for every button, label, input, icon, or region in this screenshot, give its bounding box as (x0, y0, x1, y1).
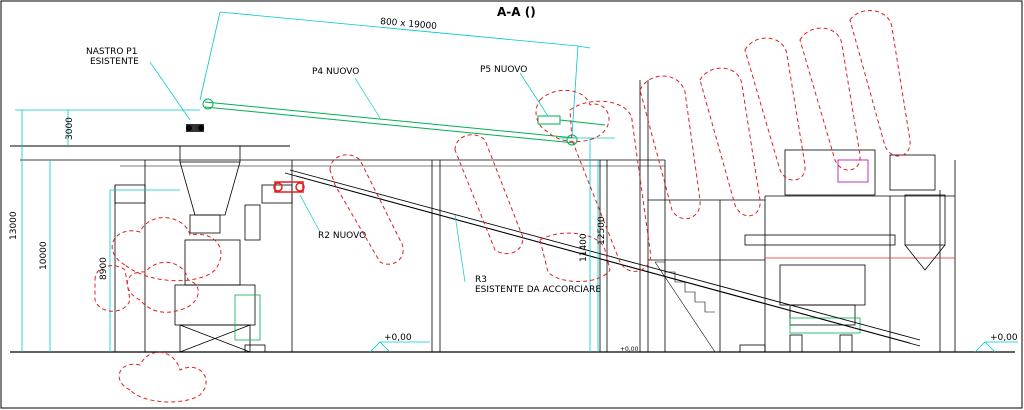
dimension-verticals (15, 109, 615, 352)
label-r3: R3 (475, 275, 487, 285)
dim-13000: 13000 (9, 211, 19, 240)
top-dimension: 800 x 19000 (380, 17, 438, 32)
nastro-p1-symbol (186, 124, 204, 132)
r2-symbol (273, 181, 305, 193)
leader-lines (149, 61, 549, 283)
building-columns (114, 160, 666, 352)
level-markers (369, 341, 1018, 353)
conveyor-p5 (537, 115, 606, 126)
label-nastro-p1: NASTRO P1 (86, 47, 137, 57)
staircase (655, 261, 715, 313)
right-building (639, 80, 956, 353)
level-middle: +0,00 (620, 346, 639, 353)
hopper-left (174, 145, 266, 353)
section-title: A-A () (497, 5, 536, 19)
dim-11400: 11400 (579, 233, 589, 262)
label-nastro-p1-status: ESISTENTE (90, 57, 139, 67)
staircase-rail (654, 261, 716, 353)
label-r3-status: ESISTENTE DA ACCORCIARE (475, 285, 601, 295)
label-p5: P5 NUOVO (480, 65, 527, 75)
level-right: +0,00 (990, 333, 1018, 343)
conveyor-p4 (202, 98, 578, 146)
machinery-right (744, 159, 946, 353)
dim-10000: 10000 (39, 241, 49, 270)
dim-12500: 12500 (597, 216, 607, 245)
dim-3000: 3000 (65, 117, 75, 140)
revision-clouds (94, 10, 911, 403)
dimension-frame-top (199, 11, 591, 136)
label-p4: P4 NUOVO (312, 67, 359, 77)
label-r2: R2 NUOVO (318, 231, 366, 241)
conveyor-r3 (284, 169, 921, 347)
level-left: +0,00 (384, 333, 412, 343)
dim-8900: 8900 (99, 257, 109, 280)
